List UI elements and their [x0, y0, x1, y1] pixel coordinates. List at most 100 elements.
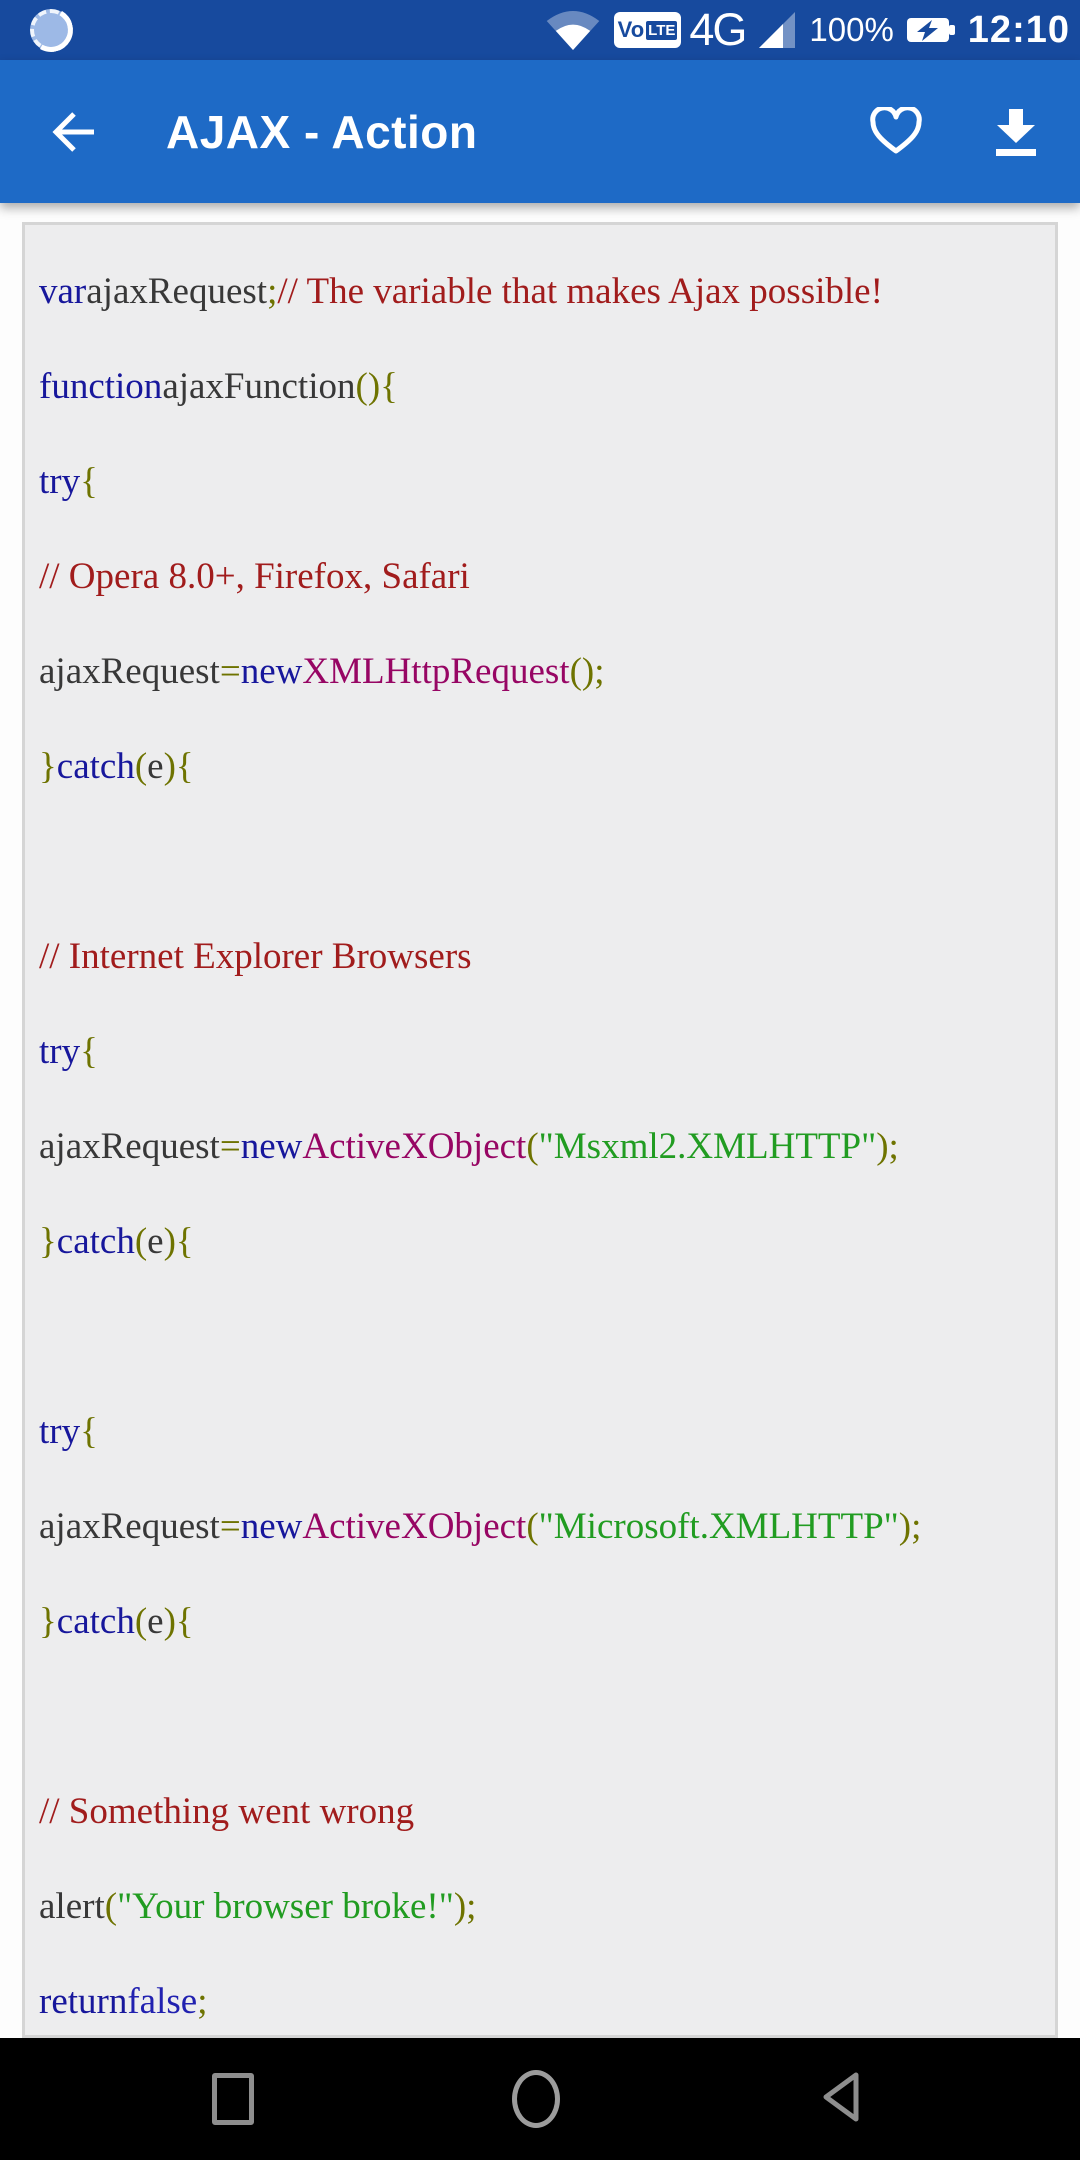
code-token-keyword: try — [39, 461, 81, 502]
code-line: try{ — [39, 1411, 1041, 1453]
back-button[interactable] — [46, 104, 102, 160]
code-token-comment: // The variable that makes Ajax possible… — [277, 271, 883, 312]
code-blank-line — [39, 1696, 1041, 1738]
code-token-literal: false — [127, 1981, 198, 2022]
content-area: varajaxRequest;// The variable that make… — [0, 203, 1080, 2038]
code-line: }catch(e){ — [39, 1601, 1041, 1643]
code-token-identifier: ajaxFunction — [162, 366, 356, 407]
code-line: try{ — [39, 1031, 1041, 1073]
home-circle-icon — [512, 2070, 560, 2128]
battery-percent-label: 100% — [809, 11, 894, 48]
code-line: functionajaxFunction(){ — [39, 366, 1041, 408]
code-block[interactable]: varajaxRequest;// The variable that make… — [22, 222, 1058, 2038]
code-token-punct: ); — [898, 1506, 922, 1547]
code-line: ajaxRequest=newXMLHttpRequest(); — [39, 651, 1041, 693]
code-token-keyword: catch — [56, 746, 135, 787]
navigation-bar — [0, 2038, 1080, 2160]
volte-badge: Vo LTE — [613, 12, 682, 48]
code-token-keyword: try — [39, 1411, 81, 1452]
page-title: AJAX - Action — [166, 105, 478, 158]
network-type-label: 4G — [689, 4, 747, 55]
app-bar: AJAX - Action — [0, 60, 1080, 203]
code-token-punct: { — [80, 461, 98, 502]
code-line: varajaxRequest;// The variable that make… — [39, 271, 1041, 313]
download-icon — [996, 108, 1036, 156]
code-token-punct: ; — [197, 1981, 208, 2022]
code-token-punct: ){ — [163, 1221, 194, 1262]
code-token-type: ActiveXObject — [302, 1126, 527, 1167]
code-line: alert("Your browser broke!"); — [39, 1886, 1041, 1928]
code-line: ajaxRequest=newActiveXObject("Microsoft.… — [39, 1506, 1041, 1548]
code-token-type: XMLHttpRequest — [302, 651, 570, 692]
code-token-punct: ( — [134, 746, 148, 787]
code-token-punct: (); — [569, 651, 605, 692]
code-token-keyword: catch — [56, 1601, 135, 1642]
code-line: try{ — [39, 461, 1041, 503]
code-token-identifier: ajaxRequest — [39, 1126, 220, 1167]
code-token-identifier: alert — [39, 1886, 105, 1927]
code-token-keyword: new — [240, 1506, 303, 1547]
code-line: }catch(e){ — [39, 746, 1041, 788]
code-token-punct: } — [39, 746, 57, 787]
code-line: // Internet Explorer Browsers — [39, 936, 1041, 978]
code-blank-line — [39, 1316, 1041, 1358]
code-token-identifier: e — [147, 1221, 164, 1262]
code-token-keyword: try — [39, 1031, 81, 1072]
signal-strength-icon — [759, 12, 796, 48]
code-token-punct: { — [80, 1411, 98, 1452]
code-token-identifier: ajaxRequest — [39, 651, 220, 692]
code-token-punct: ( — [526, 1126, 539, 1167]
recent-apps-square-icon — [212, 2073, 254, 2125]
status-bar: Vo LTE 4G 100% 12:10 — [0, 0, 1080, 60]
recent-apps-button[interactable] — [212, 2073, 254, 2125]
code-token-keyword: function — [39, 366, 163, 407]
code-line: // Opera 8.0+, Firefox, Safari — [39, 556, 1041, 598]
code-token-punct: = — [219, 651, 241, 692]
clock-label: 12:10 — [967, 8, 1070, 51]
code-token-punct: ); — [876, 1126, 899, 1167]
code-token-punct: ){ — [163, 1601, 194, 1642]
code-token-identifier: e — [147, 746, 164, 787]
back-triangle-icon — [823, 2072, 859, 2121]
wifi-icon — [546, 10, 599, 50]
code-token-keyword: new — [240, 1126, 303, 1167]
code-line: returnfalse; — [39, 1981, 1041, 2023]
code-token-comment: // Opera 8.0+, Firefox, Safari — [39, 556, 470, 597]
code-token-type: ActiveXObject — [302, 1506, 527, 1547]
code-token-keyword: return — [39, 1981, 128, 2022]
code-token-punct: ; — [267, 271, 278, 312]
favorite-heart-icon — [870, 106, 922, 153]
home-button[interactable] — [512, 2070, 560, 2128]
code-token-punct: ( — [526, 1506, 539, 1547]
code-token-keyword: var — [39, 271, 87, 312]
code-token-identifier: e — [147, 1601, 164, 1642]
download-button[interactable] — [988, 104, 1044, 160]
loading-spinner-icon — [30, 9, 72, 51]
volte-vo-label: Vo — [617, 17, 645, 42]
code-token-punct: ); — [453, 1886, 477, 1927]
code-token-punct: ( — [104, 1886, 118, 1927]
code-token-punct: ( — [134, 1601, 148, 1642]
code-token-string: "Your browser broke!" — [117, 1886, 454, 1927]
code-token-punct: } — [39, 1601, 57, 1642]
code-token-comment: // Something went wrong — [39, 1791, 415, 1832]
code-token-punct: ){ — [163, 746, 194, 787]
code-token-identifier: ajaxRequest — [86, 271, 268, 312]
back-arrow-icon — [52, 111, 94, 152]
code-token-punct: ( — [134, 1221, 148, 1262]
code-line: // Something went wrong — [39, 1791, 1041, 1833]
code-token-comment: // Internet Explorer Browsers — [39, 936, 472, 977]
favorite-button[interactable] — [868, 104, 924, 160]
code-token-punct: { — [80, 1031, 98, 1072]
code-token-string: "Microsoft.XMLHTTP" — [538, 1506, 899, 1547]
code-token-keyword: new — [240, 651, 303, 692]
code-token-punct: (){ — [355, 366, 398, 407]
code-token-punct: } — [39, 1221, 57, 1262]
code-token-punct: = — [219, 1126, 241, 1167]
volte-lte-label: LTE — [646, 20, 678, 40]
battery-charging-icon — [906, 18, 955, 42]
code-token-punct: = — [219, 1506, 241, 1547]
code-line: }catch(e){ — [39, 1221, 1041, 1263]
code-token-identifier: ajaxRequest — [39, 1506, 220, 1547]
android-back-button[interactable] — [818, 2068, 868, 2131]
